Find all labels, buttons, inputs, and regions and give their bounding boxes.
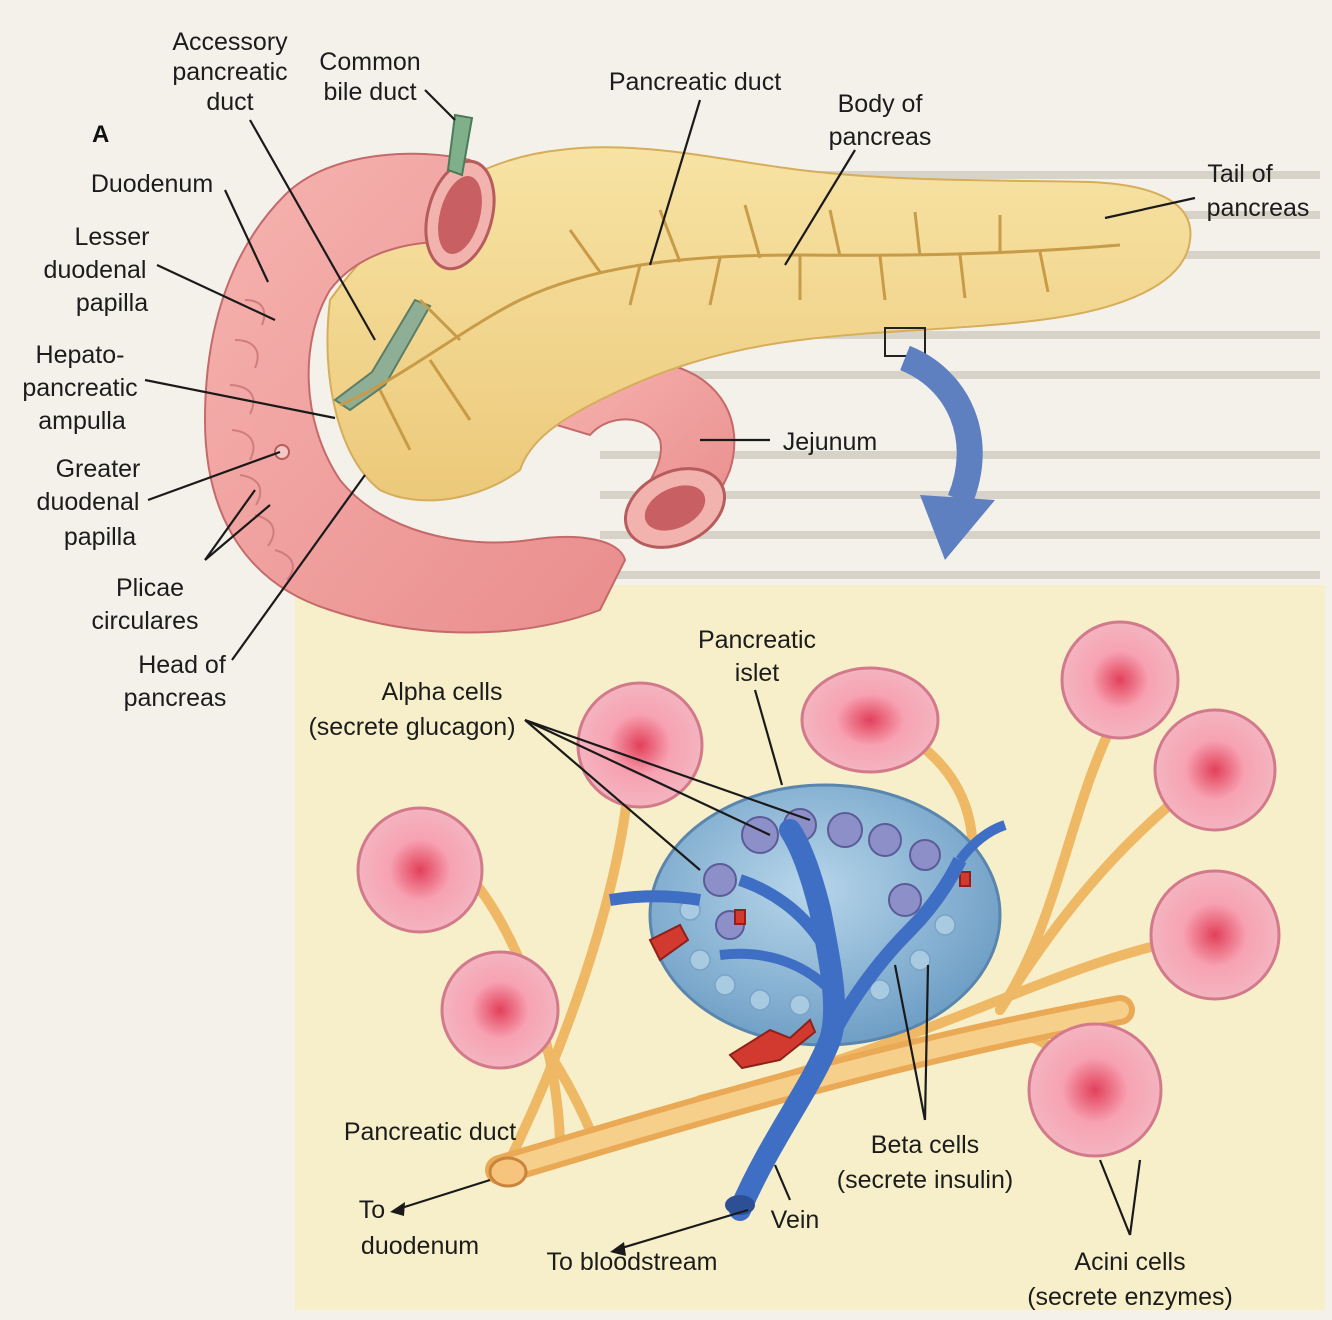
label-beta-1: Beta cells bbox=[871, 1131, 979, 1159]
label-body-2: pancreas bbox=[829, 123, 932, 151]
label-pancreatic-duct: Pancreatic duct bbox=[609, 68, 781, 96]
label-common-bile-duct-1: Common bbox=[319, 48, 420, 76]
label-tail-1: Tail of bbox=[1207, 160, 1272, 188]
label-lower-duct: Pancreatic duct bbox=[344, 1118, 516, 1146]
label-lesser-papilla-2: duodenal bbox=[44, 256, 147, 284]
label-islet-2: islet bbox=[735, 659, 780, 687]
label-accessory-duct-3: duct bbox=[206, 88, 253, 116]
acinus-8 bbox=[1029, 1024, 1161, 1156]
label-jejunum: Jejunum bbox=[783, 428, 878, 456]
acinus-3 bbox=[442, 952, 558, 1068]
label-plicae-1: Plicae bbox=[116, 574, 184, 602]
acinus-6 bbox=[1155, 710, 1275, 830]
duct-opening bbox=[490, 1158, 526, 1186]
label-common-bile-duct-2: bile duct bbox=[323, 78, 416, 106]
label-head-2: pancreas bbox=[124, 684, 227, 712]
acinus-5 bbox=[1062, 622, 1178, 738]
label-head-1: Head of bbox=[138, 651, 226, 679]
label-tail-2: pancreas bbox=[1207, 194, 1310, 222]
acinus-1 bbox=[358, 808, 482, 932]
label-to-bloodstream: To bloodstream bbox=[547, 1248, 718, 1276]
label-ampulla-2: pancreatic bbox=[22, 374, 137, 402]
label-body-1: Body of bbox=[838, 90, 923, 118]
label-greater-papilla-1: Greater bbox=[56, 455, 141, 483]
label-accessory-duct-1: Accessory bbox=[172, 28, 288, 56]
label-accessory-duct-2: pancreatic bbox=[172, 58, 287, 86]
label-acini-1: Acini cells bbox=[1074, 1248, 1185, 1276]
acinus-4 bbox=[802, 668, 938, 772]
label-ampulla-3: ampulla bbox=[38, 407, 126, 435]
acinus-7 bbox=[1151, 871, 1279, 999]
label-lesser-papilla-3: papilla bbox=[76, 289, 148, 317]
label-beta-2: (secrete insulin) bbox=[837, 1166, 1013, 1194]
label-greater-papilla-3: papilla bbox=[64, 523, 136, 551]
label-greater-papilla-2: duodenal bbox=[37, 488, 140, 516]
label-alpha-1: Alpha cells bbox=[382, 678, 503, 706]
panel-letter: A bbox=[92, 121, 109, 148]
label-islet-1: Pancreatic bbox=[698, 626, 816, 654]
label-acini-2: (secrete enzymes) bbox=[1027, 1283, 1233, 1311]
label-to-duodenum-1: To bbox=[359, 1196, 385, 1224]
label-lesser-papilla-1: Lesser bbox=[74, 223, 149, 251]
label-to-duodenum-2: duodenum bbox=[361, 1232, 479, 1260]
label-vein: Vein bbox=[771, 1206, 820, 1234]
label-ampulla-1: Hepato- bbox=[36, 341, 125, 369]
label-plicae-2: circulares bbox=[92, 607, 199, 635]
label-alpha-2: (secrete glucagon) bbox=[308, 713, 515, 741]
label-duodenum: Duodenum bbox=[91, 170, 213, 198]
